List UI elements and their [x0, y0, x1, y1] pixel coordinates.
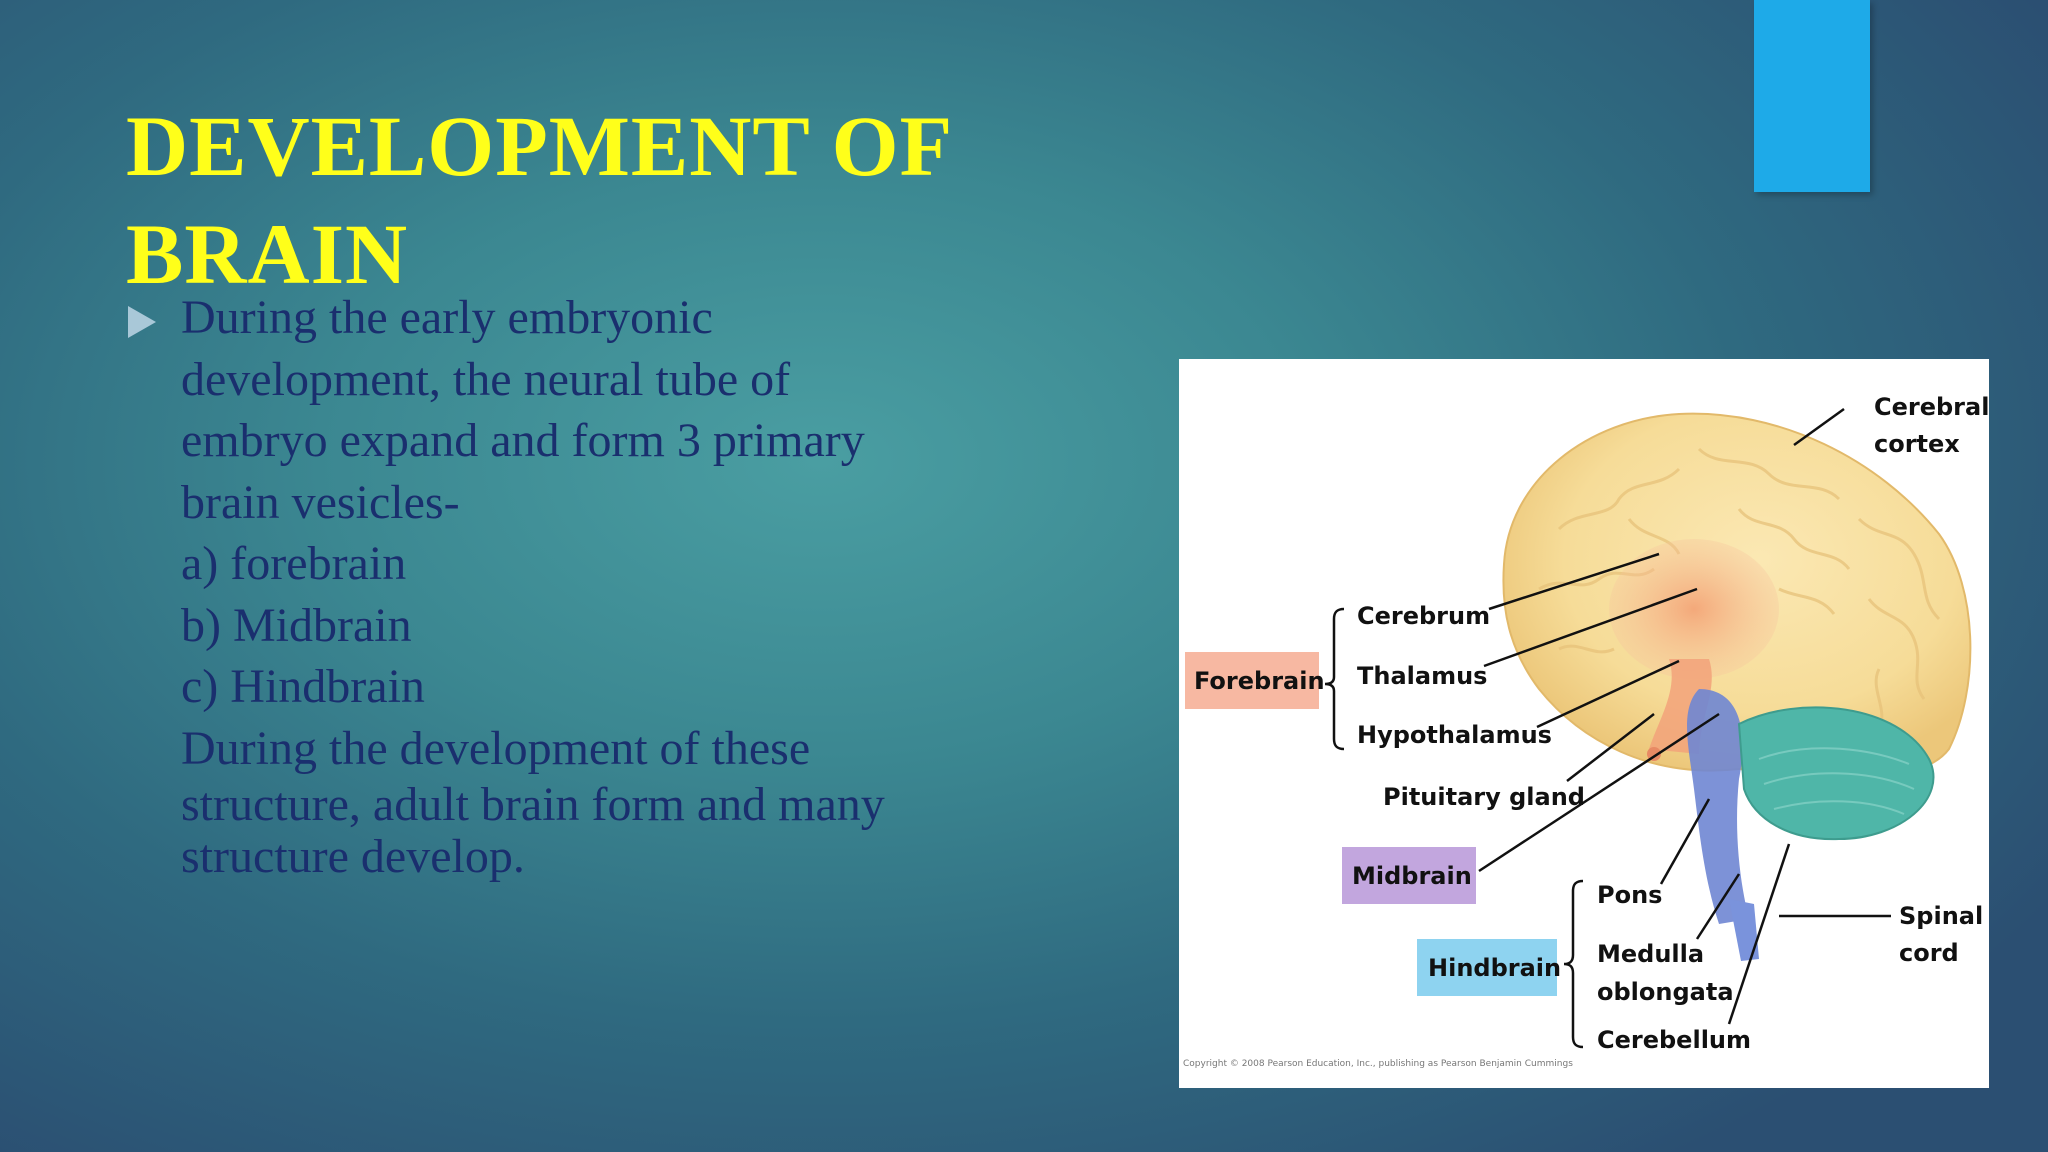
leader-lines — [1324, 407, 1891, 1049]
thalamus-shape — [1609, 539, 1779, 679]
title-line-1: DEVELOPMENT OF — [126, 98, 954, 194]
body-line: embryo expand and form 3 primary — [181, 414, 865, 467]
hindbrain-box — [1417, 939, 1557, 996]
body-line: brain vesicles- — [181, 475, 460, 529]
spinal-cord-label-line-1: Spinal — [1899, 902, 1983, 930]
brain-diagram-image: Forebrain Midbrain Hindbrain Cerebral co… — [1179, 359, 1989, 1088]
pons-label: Pons — [1597, 881, 1662, 909]
cerebrum-label: Cerebrum — [1357, 602, 1490, 630]
bullet-triangle-icon — [128, 306, 156, 338]
cerebellum-label: Cerebellum — [1597, 1026, 1751, 1054]
cerebral-cortex-label-line-1: Cerebral — [1874, 393, 1989, 421]
brain-diagram-svg: Forebrain Midbrain Hindbrain Cerebral co… — [1183, 393, 1989, 1069]
spinal-cord-shape — [1729, 899, 1759, 961]
copyright-text: Copyright © 2008 Pearson Education, Inc.… — [1183, 1059, 1573, 1069]
slide-title: DEVELOPMENT OF BRAIN — [126, 92, 953, 308]
brainstem-shape — [1687, 689, 1749, 924]
medulla-label-line-2: oblongata — [1597, 978, 1734, 1006]
cerebellum-folia — [1758, 747, 1915, 815]
body-line-hindbrain: c) Hindbrain — [181, 660, 425, 713]
cerebral-cortex-label-line-2: cortex — [1874, 430, 1960, 458]
body-line: structure develop. — [181, 830, 525, 883]
body-line: structure, adult brain form and many — [181, 778, 885, 831]
body-line: During the development of these — [181, 721, 811, 775]
midbrain-label: Midbrain — [1352, 862, 1472, 890]
body-line: During the early embryonic — [181, 291, 713, 344]
title-line-2: BRAIN — [126, 206, 409, 302]
body-line: development, the neural tube of — [181, 352, 791, 406]
thalamus-label: Thalamus — [1357, 662, 1487, 690]
hypothalamus-label: Hypothalamus — [1357, 721, 1552, 749]
midbrain-box — [1342, 847, 1476, 904]
spinal-cord-label-line-2: cord — [1899, 939, 1959, 967]
hindbrain-label: Hindbrain — [1428, 954, 1561, 982]
pituitary-gland-label: Pituitary gland — [1383, 783, 1585, 811]
accent-rectangle — [1754, 0, 1870, 192]
medulla-label-line-1: Medulla — [1597, 940, 1704, 968]
slide-body: During the early embryonic development, … — [181, 287, 1081, 883]
body-line-forebrain: a) forebrain — [181, 537, 407, 590]
forebrain-box — [1185, 652, 1319, 709]
body-line-midbrain: b) Midbrain — [181, 598, 412, 652]
forebrain-label: Forebrain — [1194, 667, 1325, 695]
